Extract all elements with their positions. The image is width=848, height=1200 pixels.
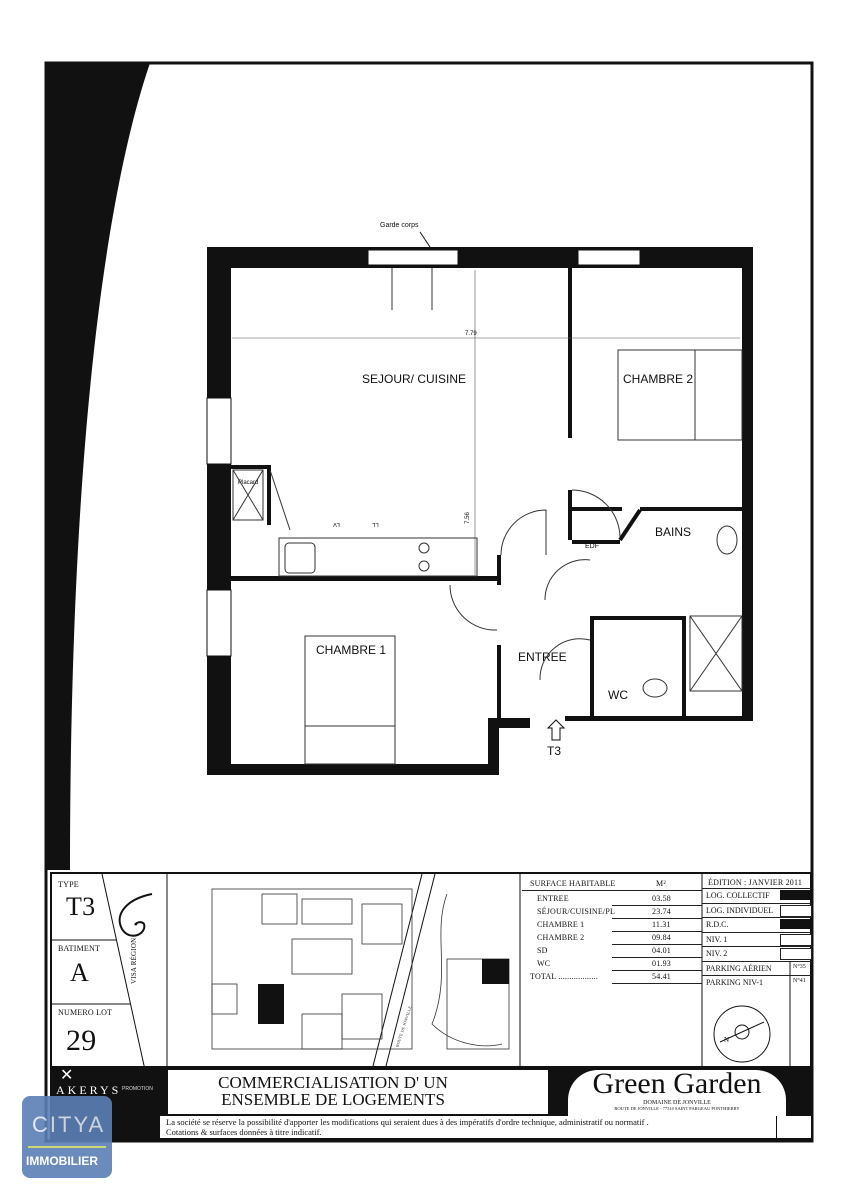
type-value: T3 — [66, 892, 96, 921]
disclaimer-line1: La société se réserve la possibilité d'a… — [166, 1117, 649, 1127]
brand-name: Green Garden — [592, 1067, 762, 1100]
entry-type-label: T3 — [547, 744, 562, 758]
edition-row-label: PARKING AÉRIEN — [706, 963, 772, 973]
disclaimer-line2: Cotations & surfaces données à titre ind… — [166, 1127, 322, 1137]
room-label-chambre1: CHAMBRE 1 — [316, 643, 387, 657]
info-block: TYPE T3 BATIMENT A NUMERO LOT 29 VISA RÉ… — [50, 872, 812, 1070]
decorative-swoosh — [46, 63, 150, 870]
surface-row-value: 09.84 — [652, 933, 671, 942]
walls — [207, 247, 753, 775]
surface-row-name: TOTAL .................. — [530, 972, 598, 981]
surface-row-value: 01.93 — [652, 959, 671, 968]
room-label-bains: BAINS — [655, 525, 692, 539]
edition-row-marker — [780, 919, 810, 929]
edition-row-value: N°41 — [793, 978, 806, 984]
width-dimension: 7.79 — [465, 331, 477, 337]
surface-row-value: 03.58 — [652, 894, 671, 903]
compass-north: N — [724, 1036, 730, 1044]
edf-label: EDF — [585, 543, 599, 550]
batiment-value: A — [70, 958, 89, 987]
edition-row-marker — [780, 904, 812, 917]
batiment-label: BATIMENT — [58, 944, 101, 953]
edition-row-label: LOG. COLLECTIF — [706, 891, 770, 900]
lot-label: NUMERO LOT — [58, 1008, 113, 1017]
akerys-logo: AKERYS — [56, 1083, 122, 1097]
star-logo-icon: ✕ — [60, 1067, 74, 1084]
edition-row-value: N°35 — [793, 963, 806, 970]
furniture — [232, 268, 743, 765]
edition-row-label: LOG. INDIVIDUEL — [706, 905, 774, 915]
surface-header: SURFACE HABITABLE — [530, 879, 616, 888]
brand-subtitle: DOMAINE DE JONVILLE — [643, 1100, 711, 1106]
edition-row-marker — [780, 890, 810, 900]
visa-region: VISA RÉGION : — [130, 933, 138, 984]
depth-dimension: 7.56 — [464, 512, 471, 524]
room-label-entree: ENTREE — [518, 650, 567, 664]
surface-row-name: ENTREE — [537, 894, 569, 903]
surface-row-name: SD — [537, 946, 548, 955]
edition-row-label: R.D.C. — [706, 920, 729, 929]
signature-stamp — [776, 1116, 811, 1138]
edition-row-label: NIV. 2 — [706, 949, 728, 958]
surface-row-name: CHAMBRE 2 — [537, 933, 585, 942]
room-label-wc: WC — [608, 688, 628, 702]
akerys-promotion: PROMOTION — [122, 1086, 153, 1092]
garde-corps-label: Garde corps — [380, 222, 419, 229]
bottom-banner: COMMERCIALISATION D' UN ENSEMBLE DE LOGE… — [50, 1068, 812, 1140]
placard-label: Placard — [238, 480, 259, 486]
banner-line1: COMMERCIALISATION D' UN — [218, 1073, 448, 1092]
edition-row-marker — [780, 933, 812, 946]
lot-value: 29 — [66, 1024, 97, 1057]
edition-title: ÉDITION : JANVIER 2011 — [708, 878, 803, 887]
surface-row-value: 54.41 — [652, 972, 671, 981]
edition-row-label: PARKING NIV-1 — [706, 978, 763, 987]
ll-label: LL — [372, 521, 379, 527]
lv-label: LV — [333, 521, 340, 527]
site-plan-sketch — [211, 888, 510, 1050]
surface-row-name: WC — [537, 959, 551, 968]
citya-logo: CITYA IMMOBILIER — [22, 1096, 112, 1178]
edition-row-label: NIV. 1 — [706, 934, 728, 944]
surface-row-value: 11.31 — [652, 920, 671, 929]
windows — [206, 249, 641, 657]
surface-row-value: 04.01 — [652, 946, 671, 955]
room-label-chambre2: CHAMBRE 2 — [623, 372, 694, 386]
surface-row-name: CHAMBRE 1 — [537, 920, 585, 929]
surface-row-name: SÉJOUR/CUISINE/PL — [537, 907, 616, 916]
surface-row-value: 23.74 — [652, 907, 671, 916]
surface-unit: M² — [656, 879, 666, 888]
type-label: TYPE — [58, 880, 79, 889]
banner-line2: ENSEMBLE DE LOGEMENTS — [221, 1090, 445, 1109]
room-label-sejour: SEJOUR/ CUISINE — [362, 372, 467, 386]
brand-address: ROUTE DE JONVILLE - 77310 SAINT FARGEAU … — [614, 1106, 740, 1111]
info-block-lines — [52, 874, 791, 1070]
edition-row-marker — [780, 948, 812, 960]
